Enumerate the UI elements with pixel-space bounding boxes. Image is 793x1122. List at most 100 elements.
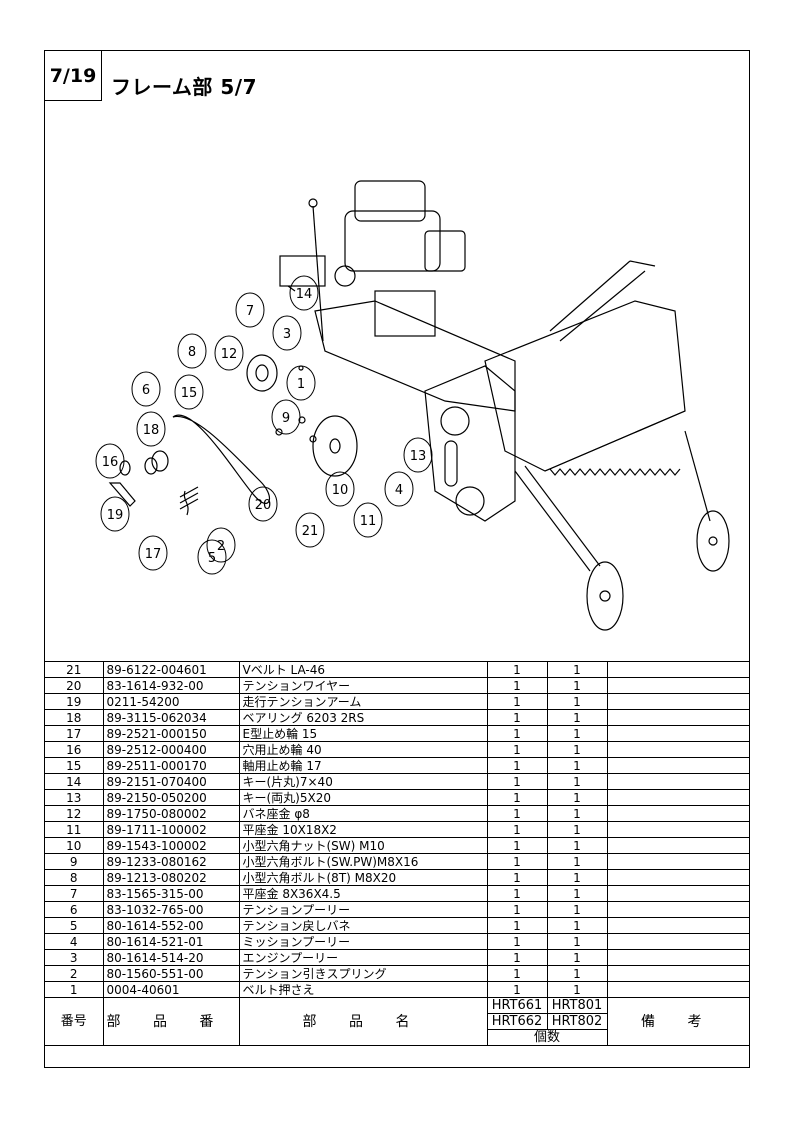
qty-model-2: 1 xyxy=(546,789,608,806)
callout-9: 9 xyxy=(282,411,290,426)
callout-8: 8 xyxy=(188,345,196,360)
callout-5: 5 xyxy=(208,551,216,566)
part-name: キー(両丸)5X20 xyxy=(238,789,488,806)
qty-model-1: 1 xyxy=(486,661,548,678)
part-name: 穴用止め輪 40 xyxy=(238,741,488,758)
part-number: 18 xyxy=(45,709,104,726)
callout-1: 1 xyxy=(297,377,305,392)
part-name: テンションワイヤー xyxy=(238,677,488,694)
header-model-hrt662: HRT662 xyxy=(487,1013,548,1030)
header-model-hrt661: HRT661 xyxy=(486,997,548,1014)
machine-drawing xyxy=(108,180,730,631)
qty-model-2: 1 xyxy=(546,741,608,758)
callout-19: 19 xyxy=(107,508,124,523)
qty-model-2: 1 xyxy=(546,869,608,886)
qty-model-2: 1 xyxy=(546,725,608,742)
remarks xyxy=(606,741,749,758)
table-header-row-3: 個数 xyxy=(45,1029,749,1046)
part-code: 80-1614-552-00 xyxy=(102,917,240,934)
qty-model-2: 1 xyxy=(546,917,608,934)
part-code: 89-6122-004601 xyxy=(102,661,240,678)
qty-model-1: 1 xyxy=(486,837,548,854)
callout-12: 12 xyxy=(221,347,238,362)
remarks xyxy=(606,757,749,774)
part-number: 19 xyxy=(45,693,104,710)
page-number: 7/19 xyxy=(45,51,102,101)
part-code: 89-3115-062034 xyxy=(102,709,240,726)
qty-model-1: 1 xyxy=(486,741,548,758)
part-number: 5 xyxy=(45,917,104,934)
qty-model-1: 1 xyxy=(486,789,548,806)
callout-10: 10 xyxy=(332,483,349,498)
page-frame: 7/19 フレーム部 5/7 xyxy=(44,50,750,1068)
qty-model-2: 1 xyxy=(546,773,608,790)
part-name: 走行テンションアーム xyxy=(238,693,488,710)
remarks xyxy=(606,677,749,694)
remarks xyxy=(606,709,749,726)
part-code: 89-1711-100002 xyxy=(102,821,240,838)
part-number: 6 xyxy=(45,901,104,918)
header-quantity: 個数 xyxy=(487,1029,607,1046)
qty-model-2: 1 xyxy=(546,757,608,774)
part-code: 89-1750-080002 xyxy=(102,805,240,822)
callout-2: 2 xyxy=(217,539,225,554)
remarks xyxy=(606,869,749,886)
part-name: 軸用止め輪 17 xyxy=(238,757,488,774)
part-code: 89-1233-080162 xyxy=(102,853,240,870)
qty-model-2: 1 xyxy=(546,853,608,870)
qty-model-1: 1 xyxy=(486,805,548,822)
callout-17: 17 xyxy=(145,547,162,562)
qty-model-1: 1 xyxy=(486,981,548,998)
part-name: ミッションプーリー xyxy=(238,933,488,950)
remarks xyxy=(606,853,749,870)
callout-7: 7 xyxy=(246,304,254,319)
part-code: 83-1032-765-00 xyxy=(102,901,240,918)
part-code: 83-1565-315-00 xyxy=(102,885,240,902)
part-number: 3 xyxy=(45,949,104,966)
part-code: 89-2521-000150 xyxy=(102,725,240,742)
part-number: 14 xyxy=(45,773,104,790)
qty-model-1: 1 xyxy=(486,901,548,918)
part-number: 1 xyxy=(45,981,104,998)
remarks xyxy=(606,725,749,742)
part-name: ベアリング 6203 2RS xyxy=(238,709,488,726)
callout-16: 16 xyxy=(102,455,119,470)
qty-model-2: 1 xyxy=(546,821,608,838)
table-header-row-1: 番号 部 品 番 号 部 品 名 HRT661 HRT801 備 考 xyxy=(45,997,749,1046)
part-name: 小型六角ナット(SW) M10 xyxy=(238,837,488,854)
callout-20: 20 xyxy=(255,498,272,513)
qty-model-1: 1 xyxy=(486,693,548,710)
part-number: 9 xyxy=(45,853,104,870)
part-code: 80-1560-551-00 xyxy=(102,965,240,982)
qty-model-2: 1 xyxy=(546,901,608,918)
part-name: E型止め輪 15 xyxy=(238,725,488,742)
part-number: 8 xyxy=(45,869,104,886)
part-name: バネ座金 φ8 xyxy=(238,805,488,822)
callout-15: 15 xyxy=(181,386,198,401)
qty-model-2: 1 xyxy=(546,965,608,982)
qty-model-1: 1 xyxy=(486,677,548,694)
remarks xyxy=(606,661,749,678)
callout-14: 14 xyxy=(296,287,313,302)
qty-model-1: 1 xyxy=(486,869,548,886)
part-code: 0004-40601 xyxy=(102,981,240,998)
header-part-name: 部 品 名 xyxy=(238,997,488,1046)
qty-model-2: 1 xyxy=(546,709,608,726)
